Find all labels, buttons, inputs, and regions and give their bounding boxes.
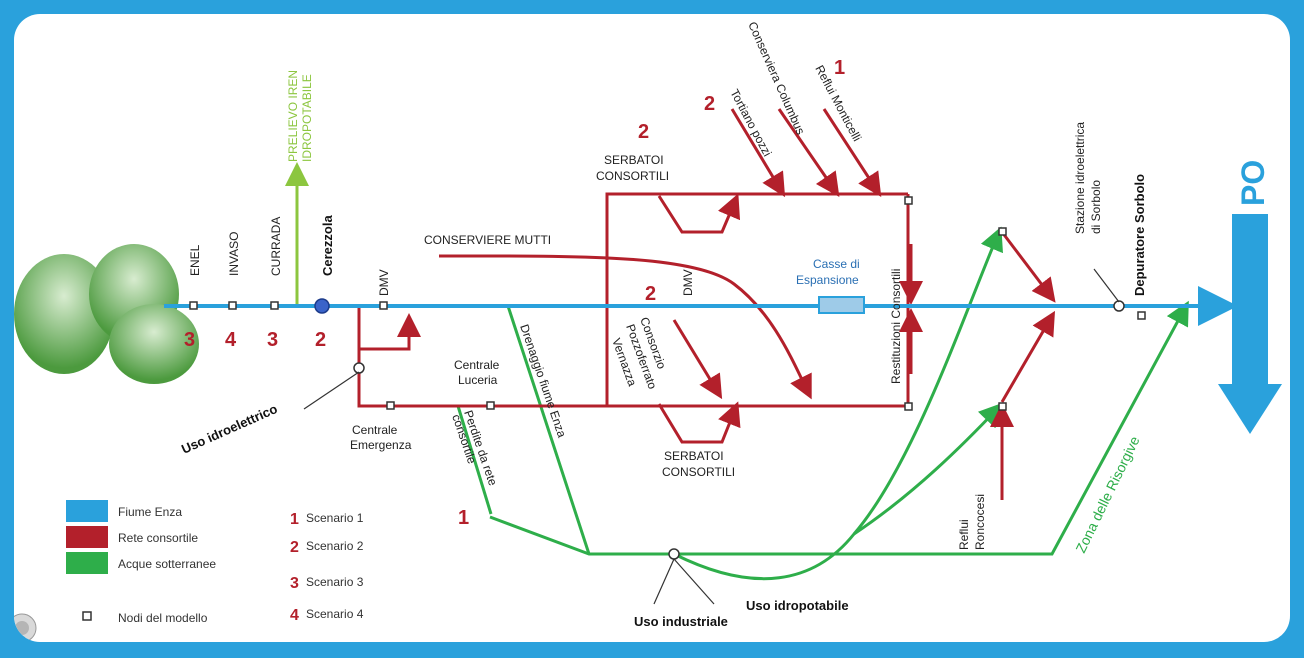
uso-idroelettrico-node [353, 362, 365, 374]
diagram-card: ENEL INVASO CURRADA Cerezzola DMV DMV PR… [14, 14, 1290, 642]
hills-icon [14, 244, 199, 384]
legend-scenario-label-0: Scenario 1 [306, 511, 364, 525]
legend-label-1: Rete consortile [118, 531, 198, 545]
reflui-roncocesi-2: Roncocesi [973, 494, 987, 550]
uso-industriale-label: Uso industriale [634, 614, 728, 629]
restituzioni-label: Restituzioni Consortili [889, 269, 903, 384]
tortiano-label: Tortiano pozzi [727, 87, 774, 159]
legend-scenario-num-0: 1 [290, 511, 299, 528]
po-arrow-icon [1218, 214, 1282, 434]
scenario-num-currada: 3 [267, 329, 278, 351]
scenario-num-serbatoi: 2 [638, 121, 649, 143]
emblem-icon [14, 613, 37, 642]
stazione-label-2: di Sorbolo [1089, 180, 1103, 234]
scenario-num-perdite: 1 [458, 507, 469, 529]
water-network-diagram: ENEL INVASO CURRADA Cerezzola DMV DMV PR… [14, 20, 1282, 642]
legend-scenario-num-1: 2 [290, 539, 299, 556]
cerezzola-node [314, 298, 330, 314]
reflui-roncocesi-1: Reflui [957, 519, 971, 550]
centrale-emergenza-2: Emergenza [350, 438, 412, 452]
legend-scenario-num-2: 3 [290, 575, 299, 592]
scenario-num-dmv2: 2 [645, 283, 656, 305]
model-nodes [189, 196, 1146, 411]
scenario-num-enel: 3 [184, 329, 195, 351]
uso-node [668, 548, 680, 560]
dmv1-label: DMV [377, 269, 391, 296]
serbatoi-bot-1: SERBATOI [664, 449, 724, 463]
legend-label-0: Fiume Enza [118, 505, 182, 519]
legend-scenario-label-1: Scenario 2 [306, 539, 364, 553]
legend-swatch-groundwater [66, 552, 108, 574]
serbatoi-top-2: CONSORTILI [596, 169, 669, 183]
scenario-num-tortiano: 2 [704, 93, 715, 115]
depuratore-label: Depuratore Sorbolo [1132, 174, 1147, 296]
serbatoi-bot-2: CONSORTILI [662, 465, 735, 479]
prelievo-label-2: IDROPOTABILE [300, 74, 314, 162]
legend-scenario-num-3: 4 [290, 607, 299, 624]
enel-label: ENEL [188, 244, 202, 276]
po-label: PO [1235, 160, 1271, 206]
serbatoi-top-1: SERBATOI [604, 153, 664, 167]
casse-espansione-box [818, 296, 865, 314]
legend-label-2: Acque sotterranee [118, 557, 216, 571]
scenario-num-reflui: 1 [834, 57, 845, 79]
stazione-node [1113, 300, 1125, 312]
stazione-label-1: Stazione idroelettrica [1073, 122, 1087, 234]
legend-scenario-label-2: Scenario 3 [306, 575, 364, 589]
centrale-luceria-1: Centrale [454, 358, 500, 372]
legend-swatch-river [66, 500, 108, 522]
dmv2-label: DMV [681, 269, 695, 296]
uso-idropotabile-label: Uso idropotabile [746, 598, 849, 613]
legend: Fiume Enza Rete consortile Acque sotterr… [66, 500, 364, 625]
invaso-label: INVASO [227, 232, 241, 276]
casse-label-1: Casse di [813, 257, 860, 271]
legend-swatch-network [66, 526, 108, 548]
casse-label-2: Espansione [796, 273, 859, 287]
drenaggio-label: Drenaggio fiume Enza [517, 322, 569, 439]
scenario-num-cerezzola: 2 [315, 329, 326, 351]
uso-idroelettrico-label: Uso idroelettrico [179, 401, 280, 457]
consortile-network [357, 108, 1056, 500]
currada-label: CURRADA [269, 217, 283, 276]
centrale-emergenza-1: Centrale [352, 423, 398, 437]
conserviere-mutti-label: CONSERVIERE MUTTI [424, 233, 551, 247]
centrale-luceria-2: Luceria [458, 373, 498, 387]
prelievo-label-1: PRELIEVO IREN [286, 70, 300, 162]
legend-label-3: Nodi del modello [118, 611, 208, 625]
legend-swatch-node [82, 611, 92, 621]
scenario-num-invaso: 4 [225, 329, 237, 351]
pointer-lines [303, 268, 1120, 605]
cerezzola-label: Cerezzola [320, 215, 335, 276]
legend-scenario-label-3: Scenario 4 [306, 607, 364, 621]
groundwater-network [456, 226, 1189, 581]
